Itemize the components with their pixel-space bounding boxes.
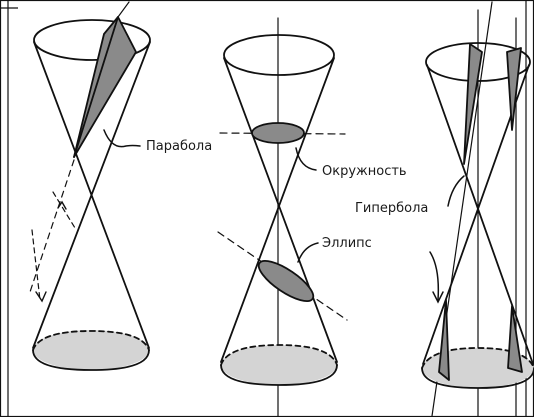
parabola-leader [103, 129, 141, 148]
parabola-label: Парабола [146, 139, 212, 154]
circle-leader [295, 147, 317, 171]
cone-parabola [29, 1, 151, 371]
cone2-side-right [220, 57, 335, 363]
cone2-base [221, 345, 337, 385]
hyperbola-lower-right [507, 305, 523, 373]
ellipse-label: Эллипс [322, 236, 372, 251]
cone1-arrow-shaft-upper [52, 191, 76, 229]
cone1-arrow-shaft-lower [31, 229, 41, 301]
cone3-base-front [421, 367, 534, 389]
cone1-arrow-head-lower [35, 291, 47, 303]
cone3-base [422, 348, 534, 388]
cone1-plane-line-top [117, 1, 130, 18]
cone1-side-right [32, 41, 151, 349]
cone2-side-left [223, 57, 338, 363]
cone-circle-ellipse [217, 17, 348, 417]
cone1-base-front [32, 349, 150, 371]
ellipse-section [257, 260, 315, 302]
cone3-base-back [421, 347, 534, 369]
cone1-base [33, 330, 149, 370]
parabola-section [73, 16, 137, 158]
hyperbola-upper-right [506, 47, 522, 131]
parabola-section-ridge [73, 16, 119, 158]
cone2-base-back [220, 344, 338, 366]
hyperbola-leader-upper [447, 175, 465, 207]
cone-hyperbola [421, 1, 534, 417]
circle-label: Окружность [322, 164, 407, 179]
cone1-base-back [32, 330, 150, 351]
hyperbola-arrow-lower [429, 251, 440, 301]
hyperbola-arrow-lower-head [432, 291, 444, 304]
cone3-side-left [426, 64, 534, 365]
cone1-top-rim [33, 19, 151, 61]
cone2-base-front [220, 364, 338, 386]
cone1-arrow-head-upper [57, 200, 67, 210]
cone1-plane-line-dashed [29, 159, 75, 293]
hyperbola-lower-left [438, 299, 450, 381]
hyperbola-label: Гипербола [355, 201, 428, 216]
cone2-top-rim [223, 34, 335, 76]
ellipse-leader [297, 242, 319, 263]
hyperbola-upper-left [463, 43, 483, 165]
circle-section [251, 122, 305, 144]
